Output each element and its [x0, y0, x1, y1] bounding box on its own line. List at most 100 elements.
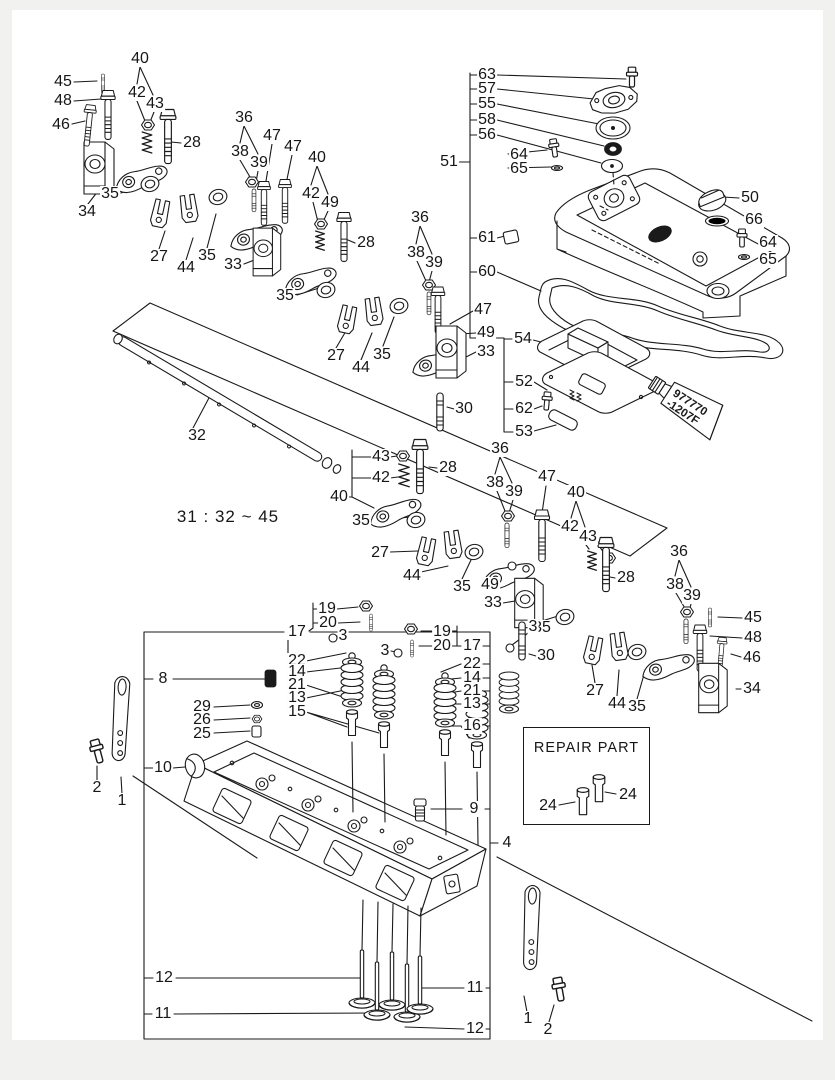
- callout-36: 36: [234, 109, 254, 126]
- disc-56: [600, 158, 624, 174]
- callout-2: 2: [91, 779, 103, 796]
- callout-42: 42: [127, 84, 147, 101]
- leader-lines: [71, 66, 813, 1040]
- bolt-47: [257, 181, 271, 226]
- nut-38: [679, 606, 695, 618]
- rocker-arm: [112, 161, 171, 197]
- callout-55: 55: [477, 95, 497, 112]
- callout-4: 4: [501, 834, 513, 851]
- callout-33: 33: [483, 594, 503, 611]
- callout-65: 65: [509, 160, 529, 177]
- callout-49: 49: [476, 324, 496, 341]
- callout-40: 40: [130, 50, 150, 67]
- callout-44: 44: [607, 695, 627, 712]
- bolt-48: [100, 89, 116, 140]
- callout-20: 20: [432, 637, 452, 654]
- callout-11: 11: [153, 1005, 173, 1022]
- fork-27: [581, 635, 605, 666]
- spring-42: [141, 131, 153, 154]
- fork-44: [363, 296, 385, 327]
- callout-38: 38: [665, 576, 685, 593]
- plug-9: [413, 798, 427, 822]
- rocker-cluster-a: [80, 73, 292, 277]
- bolt-47: [533, 509, 551, 563]
- callout-10: 10: [153, 759, 173, 776]
- callout-28: 28: [616, 569, 636, 586]
- callout-44: 44: [402, 567, 422, 584]
- bolt-2: [550, 975, 569, 1003]
- callout-29: 29: [192, 698, 212, 715]
- callout-28: 28: [182, 134, 202, 151]
- screw-39: [504, 522, 510, 549]
- callout-50: 50: [740, 189, 760, 206]
- callout-3: 3: [379, 642, 391, 659]
- callout-27: 27: [326, 347, 346, 364]
- callout-61: 61: [477, 229, 497, 246]
- callout-65: 65: [758, 251, 778, 268]
- bolt-28: [597, 536, 615, 593]
- callout-27: 27: [585, 682, 605, 699]
- stud-20: [369, 613, 373, 632]
- bolt-28: [336, 211, 352, 262]
- keeper-3: [393, 648, 403, 658]
- spring-42: [398, 463, 410, 488]
- screw-39: [251, 188, 257, 213]
- callout-22: 22: [462, 655, 482, 672]
- nut-49: [313, 218, 329, 230]
- o-ring-66: [704, 215, 730, 227]
- stud-20: [410, 639, 414, 658]
- callout-54: 54: [513, 330, 533, 347]
- callout-30: 30: [536, 647, 556, 664]
- stud-30: [518, 621, 526, 661]
- stud-30: [436, 392, 444, 432]
- callout-35: 35: [275, 287, 295, 304]
- nut-43: [140, 119, 156, 131]
- bolt-47: [278, 179, 292, 224]
- callout-17: 17: [462, 637, 482, 654]
- callout-46: 46: [742, 649, 762, 666]
- callout-40: 40: [329, 488, 349, 505]
- callout-58: 58: [477, 111, 497, 128]
- callout-35: 35: [452, 578, 472, 595]
- callout-44: 44: [176, 259, 196, 276]
- callout-35: 35: [372, 346, 392, 363]
- fork-27: [335, 304, 359, 335]
- callout-62: 62: [514, 400, 534, 417]
- callout-38: 38: [406, 244, 426, 261]
- baffle-plates: [537, 319, 658, 431]
- fork-44: [608, 631, 630, 662]
- callout-21: 21: [462, 682, 482, 699]
- callout-47: 47: [283, 138, 303, 155]
- callout-1: 1: [116, 792, 128, 809]
- repair-part-box: REPAIR PART: [523, 727, 650, 825]
- rocker-shaft: [113, 333, 342, 474]
- stud-45: [708, 607, 712, 628]
- callout-44: 44: [351, 359, 371, 376]
- callout-39: 39: [504, 483, 524, 500]
- callout-49: 49: [320, 194, 340, 211]
- callout-43: 43: [578, 528, 598, 545]
- callout-17: 17: [287, 623, 307, 640]
- callout-39: 39: [249, 154, 269, 171]
- callout-38: 38: [485, 474, 505, 491]
- callout-28: 28: [356, 234, 376, 251]
- callout-36: 36: [490, 440, 510, 457]
- callout-43: 43: [371, 448, 391, 465]
- fork-27: [148, 198, 172, 229]
- callout-30: 30: [454, 400, 474, 417]
- callout-39: 39: [682, 587, 702, 604]
- callout-12: 12: [154, 969, 174, 986]
- bolt-2: [87, 737, 108, 765]
- callout-47: 47: [537, 468, 557, 485]
- callout-27: 27: [370, 544, 390, 561]
- sealant-tube: 977770 -1207F: [648, 375, 724, 441]
- callout-32: 32: [187, 427, 207, 444]
- bolt-63: [625, 66, 639, 88]
- callout-9: 9: [468, 800, 480, 817]
- callout-3: 3: [527, 618, 539, 635]
- callout-42: 42: [560, 518, 580, 535]
- keeper-3: [328, 633, 338, 643]
- callout-13: 13: [287, 689, 307, 706]
